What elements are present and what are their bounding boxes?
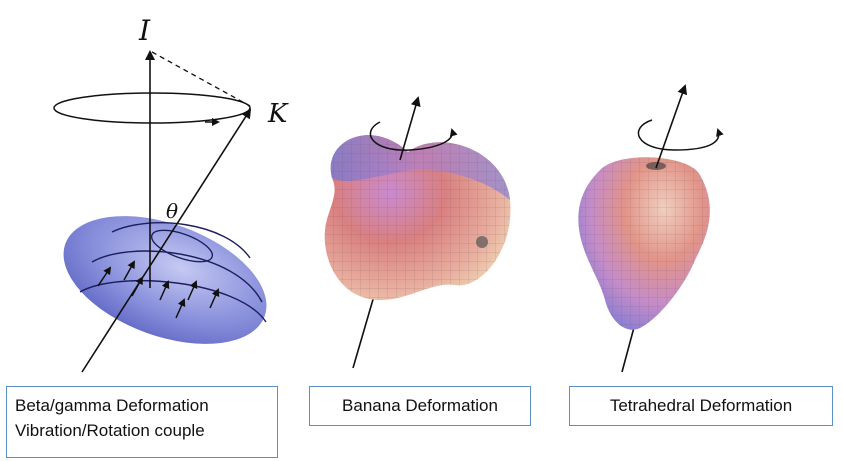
spin-axis-label: I — [138, 14, 151, 47]
projection-dashed-line — [151, 51, 251, 107]
banana-axis-lower — [352, 295, 375, 369]
tetra-rotation-arrow — [637, 119, 724, 151]
precession-ellipse — [53, 92, 251, 124]
banana-caption-text: Banana Deformation — [342, 396, 498, 415]
beta-gamma-caption-line2: Vibration/Rotation couple — [15, 421, 205, 440]
beta-gamma-caption: Beta/gamma Deformation Vibration/Rotatio… — [6, 386, 278, 458]
angle-label: θ — [166, 199, 178, 223]
projection-label: K — [267, 99, 289, 129]
beta-gamma-panel: I K θ — [53, 14, 289, 373]
tetra-axis-upper — [655, 84, 688, 169]
banana-panel — [324, 96, 511, 369]
banana-rotation-arrow — [369, 121, 458, 151]
k-vector-arrow — [81, 108, 252, 373]
tetrahedral-caption-text: Tetrahedral Deformation — [609, 396, 793, 415]
tetrahedral-surface — [578, 157, 710, 330]
banana-caption: Banana Deformation — [309, 386, 531, 426]
tetrahedral-panel — [578, 84, 724, 373]
deformed-disk — [63, 216, 267, 344]
banana-surface — [324, 135, 511, 300]
beta-gamma-caption-line1: Beta/gamma Deformation — [15, 396, 209, 415]
tetrahedral-caption: Tetrahedral Deformation — [569, 386, 833, 426]
